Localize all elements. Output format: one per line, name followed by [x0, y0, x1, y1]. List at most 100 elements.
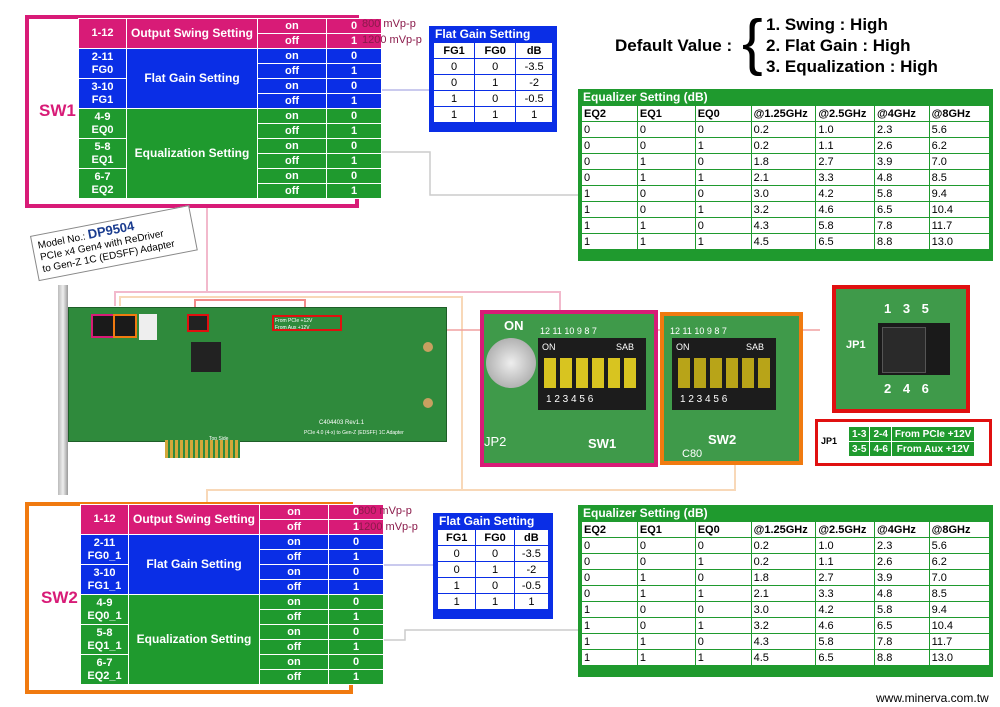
dip-on-label: ON [676, 342, 690, 352]
photo-top-numbers: 12 11 10 9 8 7 [670, 326, 727, 336]
sw2-photo: 12 11 10 9 8 7 ON SAB 1 2 3 4 5 6 SW2 C8… [660, 312, 803, 465]
equalizer-cell: 1 [694, 137, 752, 154]
board-power-connector [139, 314, 157, 340]
equalizer-cell: 7.8 [874, 217, 930, 234]
equalizer-cell: 4.6 [815, 617, 876, 634]
equalizer-cell: 1 [636, 633, 696, 650]
equalizer-cell: 3.3 [815, 585, 876, 602]
flat-gain-cell: 1 [475, 561, 515, 578]
equalizer-cell: 7.8 [874, 633, 930, 650]
equalizer-header: @2.5GHz [815, 521, 876, 538]
flat-gain-cell: 1 [474, 74, 517, 91]
sw-state: off [259, 519, 329, 535]
equalizer-cell: 4.5 [750, 233, 817, 250]
sw-pin-label: 1-12 [78, 18, 127, 49]
equalizer-title: Equalizer Setting (dB) [583, 90, 708, 104]
sw-setting-name: Equalization Setting [126, 108, 258, 199]
equalizer-cell: 1 [694, 169, 752, 186]
sw2-label: SW2 [41, 588, 78, 607]
equalizer-cell: 1 [636, 217, 696, 234]
equalizer-cell: 2.1 [750, 169, 817, 186]
flat-gain-cell: 1 [432, 106, 476, 123]
sw-state-value: 1 [326, 153, 382, 169]
equalizer-cell: 1 [694, 649, 752, 666]
equalizer-cell: 0 [694, 569, 752, 586]
sw-state-value: 1 [326, 63, 382, 79]
equalizer-cell: 1 [694, 233, 752, 250]
equalizer-cell: 13.0 [928, 233, 991, 250]
brace-glyph: { [742, 8, 763, 77]
equalizer-cell: 4.8 [874, 169, 930, 186]
equalizer-cell: 0 [694, 633, 752, 650]
equalizer-cell: 0 [581, 137, 638, 154]
sw-pin-label: 4-9 EQ0_1 [80, 594, 129, 625]
equalizer-cell: 1 [636, 649, 696, 666]
equalizer-header: @1.25GHz [750, 105, 817, 122]
mounting-hole [423, 398, 433, 408]
flat-gain-cell: 1 [475, 593, 515, 610]
equalizer-header: EQ2 [581, 105, 638, 122]
mounting-hole [423, 342, 433, 352]
equalizer-cell: 0 [581, 153, 638, 170]
equalizer-cell: 0.2 [750, 553, 817, 570]
flat-gain-cell: -2 [515, 74, 553, 91]
equalizer-cell: 6.2 [928, 553, 991, 570]
sw-state: off [259, 669, 329, 685]
website-url: www.minerva.com.tw [876, 691, 989, 705]
sw-state-value: 1 [328, 669, 384, 685]
sw1-photo: ON 12 11 10 9 8 7 ON SAB 1 2 3 4 5 6 JP2… [480, 310, 658, 467]
sw-state: off [259, 579, 329, 595]
flat-gain-cell: 0 [436, 561, 477, 578]
jp1-cell: 2-4 [869, 426, 892, 442]
equalizer-header: EQ0 [694, 105, 752, 122]
flat-gain-cell: 0 [436, 545, 477, 562]
flat-gain-cell: -3.5 [513, 545, 550, 562]
equalizer-cell: 0.2 [750, 137, 817, 154]
equalizer-cell: 0 [581, 537, 638, 554]
sw-state-value: 0 [326, 168, 382, 184]
equalizer-cell: 6.5 [815, 233, 876, 250]
equalizer-header: @1.25GHz [750, 521, 817, 538]
sw-pin-label: 2-11 FG0 [78, 48, 127, 79]
flat-gain-cell: 1 [436, 593, 477, 610]
equalizer-cell: 0 [694, 537, 752, 554]
flat-gain-header: FG1 [436, 529, 477, 546]
equalizer-cell: 1 [581, 217, 638, 234]
equalizer-cell: 0 [636, 553, 696, 570]
equalizer-cell: 0 [636, 185, 696, 202]
equalizer-cell: 6.5 [815, 649, 876, 666]
sw-state: on [257, 168, 327, 184]
sw-state-value: 1 [326, 93, 382, 109]
equalizer-header: @8GHz [928, 105, 991, 122]
sw-state-value: 1 [326, 183, 382, 199]
equalizer-cell: 10.4 [928, 617, 991, 634]
equalizer-cell: 0 [694, 121, 752, 138]
sw-state: off [259, 639, 329, 655]
equalizer-header: @8GHz [928, 521, 991, 538]
equalizer-cell: 2.6 [874, 137, 930, 154]
equalizer-header: EQ2 [581, 521, 638, 538]
